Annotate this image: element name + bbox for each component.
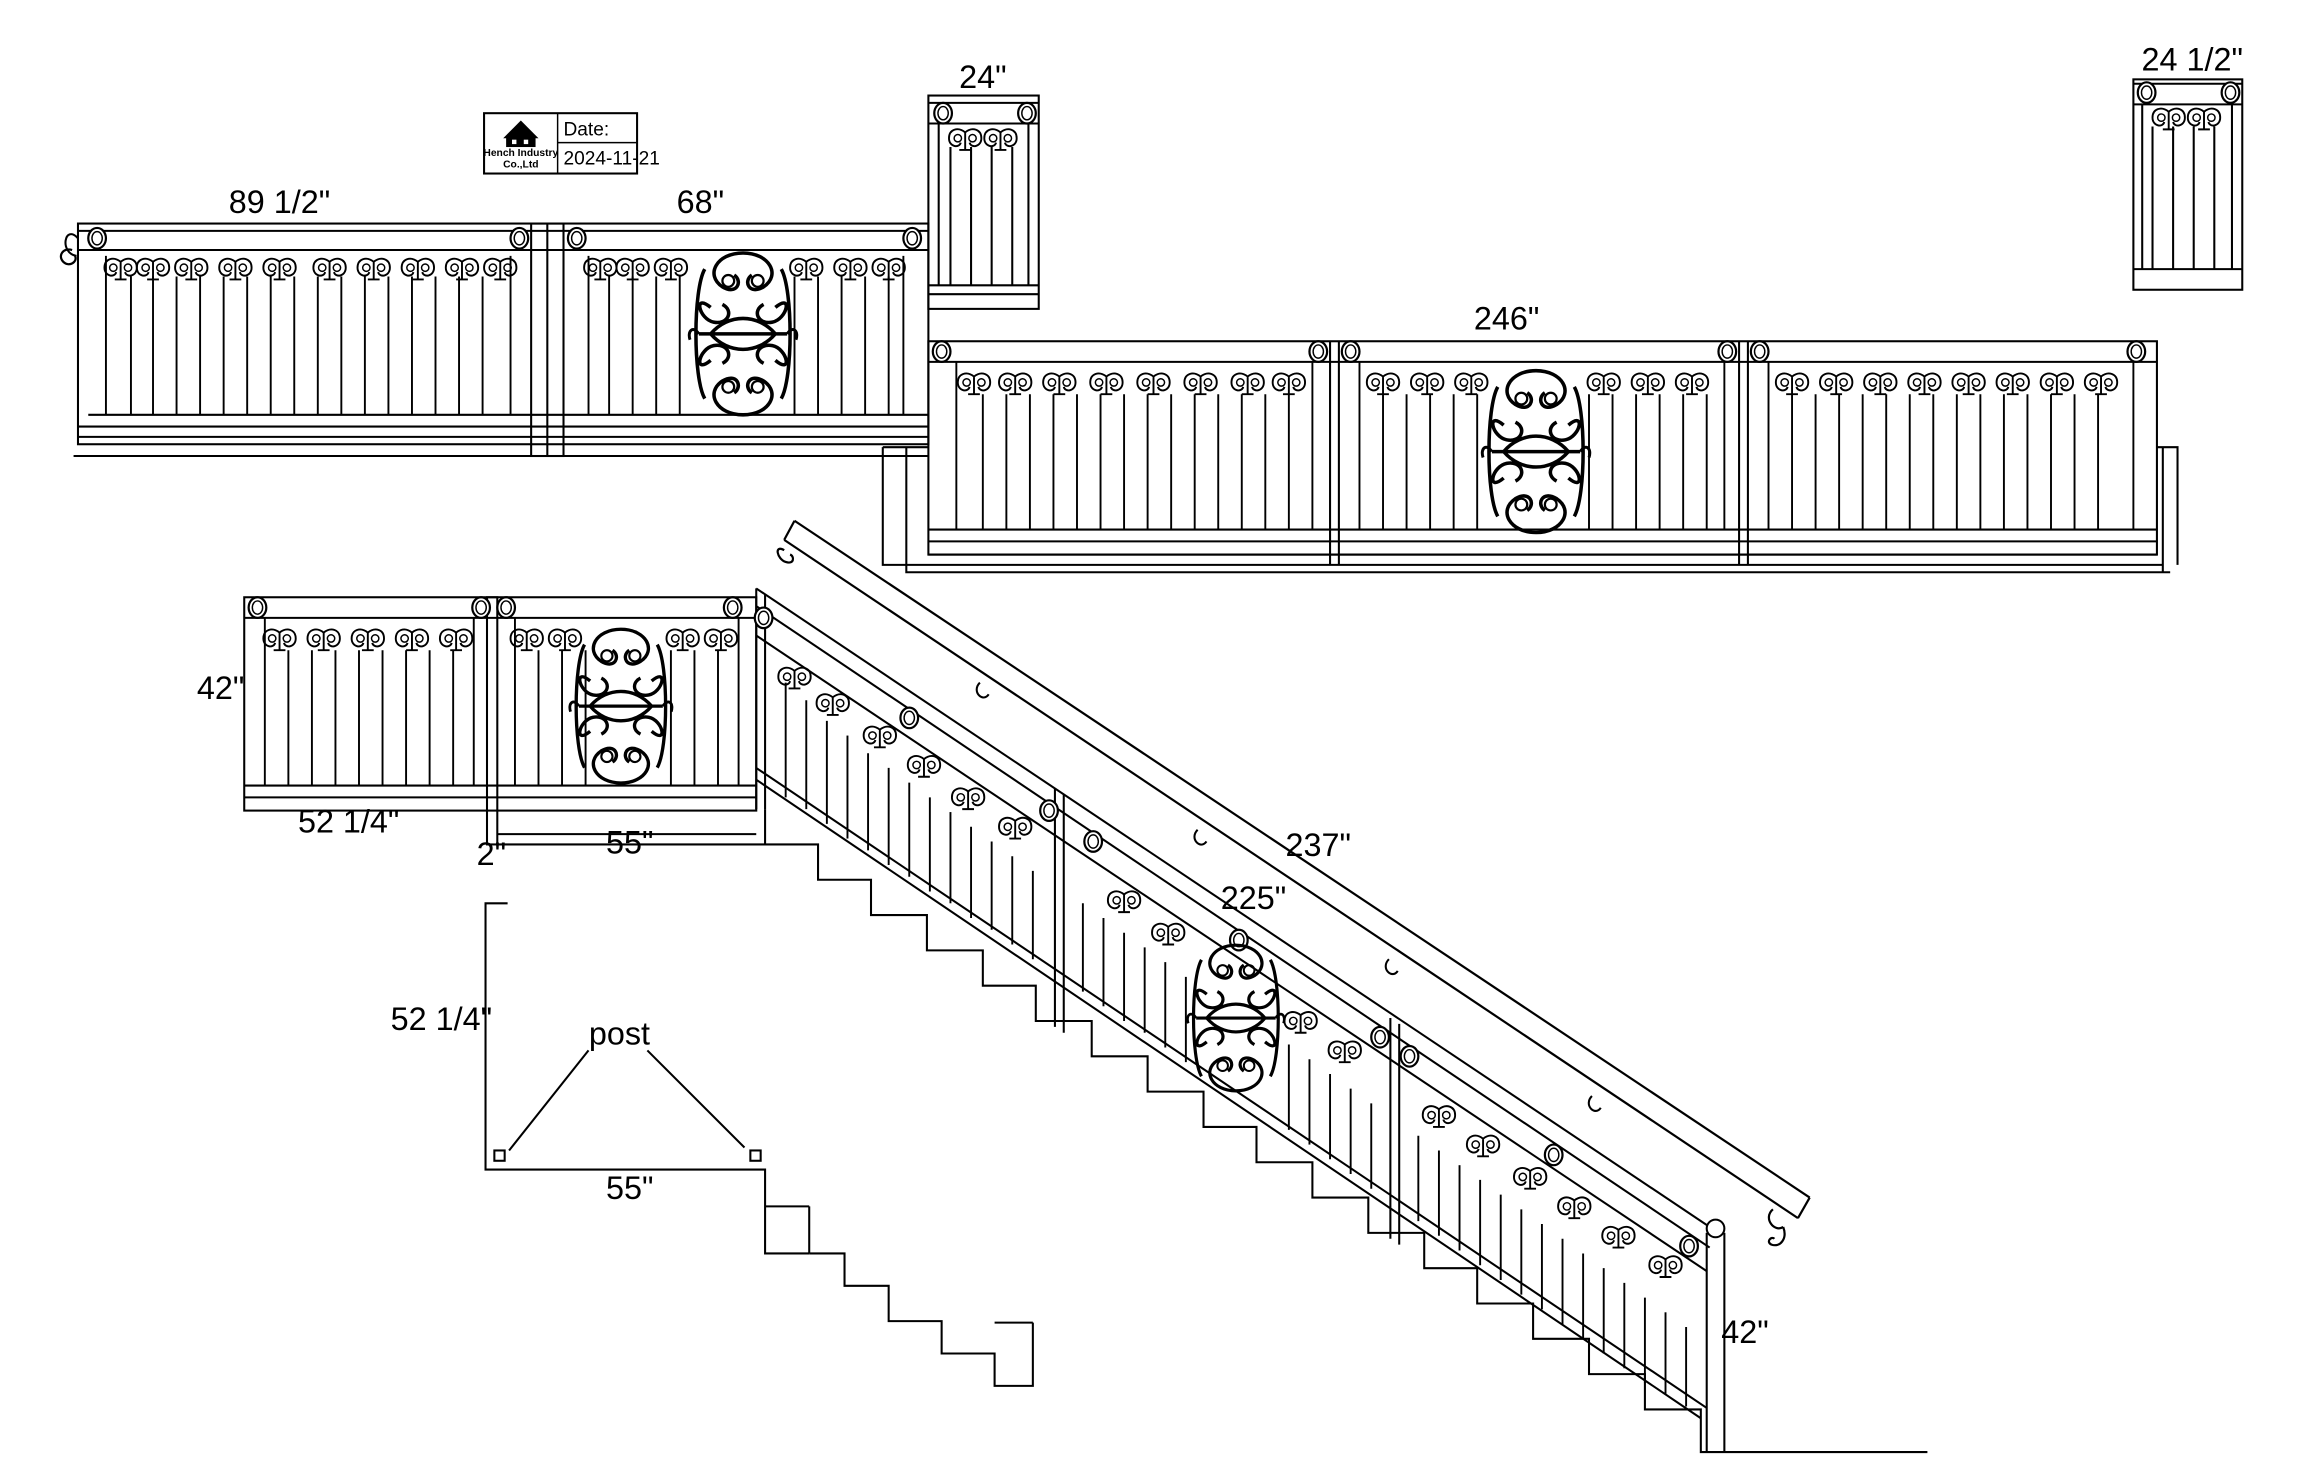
stair-balusters [784, 682, 1688, 1407]
dim-handrail-237: 237" [1286, 827, 1351, 863]
post-marker-right [749, 1149, 762, 1162]
landing-balusters [263, 617, 740, 786]
detail-24-half-panel [2132, 78, 2244, 291]
company-logo-icon [503, 120, 539, 148]
title-block: Hench Industry Co.,Ltd Date: 2024-11-21 [483, 112, 660, 175]
label-post: post [589, 1016, 650, 1052]
dim-89-half: 89 1/2" [229, 184, 330, 220]
dim-246: 246" [1474, 300, 1539, 336]
dim-68: 68" [677, 184, 724, 220]
dim-24: 24" [959, 59, 1006, 95]
long-run-ornaments [931, 340, 2147, 535]
dim-plan-55: 55" [606, 1170, 653, 1206]
upper-left-balusters [104, 255, 905, 415]
post-marker-left [493, 1149, 506, 1162]
upper-left-railing [59, 222, 930, 458]
dim-post-2: 2" [477, 836, 506, 872]
stair-handrail [776, 519, 1811, 1247]
detail-24-ornaments [933, 101, 1037, 151]
stair-railing-frame [755, 587, 1726, 1453]
company-suffix: Co.,Ltd [503, 160, 538, 171]
dim-panel-225: 225" [1221, 880, 1286, 916]
dim-24-half: 24 1/2" [2142, 42, 2243, 78]
date-label: Date: [564, 119, 610, 140]
plan-view [484, 902, 1034, 1387]
landing-ornaments [247, 596, 743, 785]
dim-landing-42: 42" [197, 670, 244, 706]
company-name: Hench Industry [483, 148, 558, 159]
dim-plan-52-quarter: 52 1/4" [391, 1001, 492, 1037]
dim-landing-55: 55" [606, 824, 653, 860]
long-run-balusters [955, 361, 2135, 530]
dim-stair-42: 42" [1721, 1314, 1768, 1350]
detail-24-panel [927, 94, 1040, 310]
stair-steps [497, 809, 1928, 1454]
stair-handrail-brackets [975, 681, 1602, 1112]
stair-ornaments [753, 606, 1699, 1278]
date-value: 2024-11-21 [564, 149, 660, 170]
dim-landing-52-quarter: 52 1/4" [298, 804, 399, 840]
detail-24-half-ornaments [2136, 81, 2241, 131]
long-run-railing [881, 340, 2179, 574]
